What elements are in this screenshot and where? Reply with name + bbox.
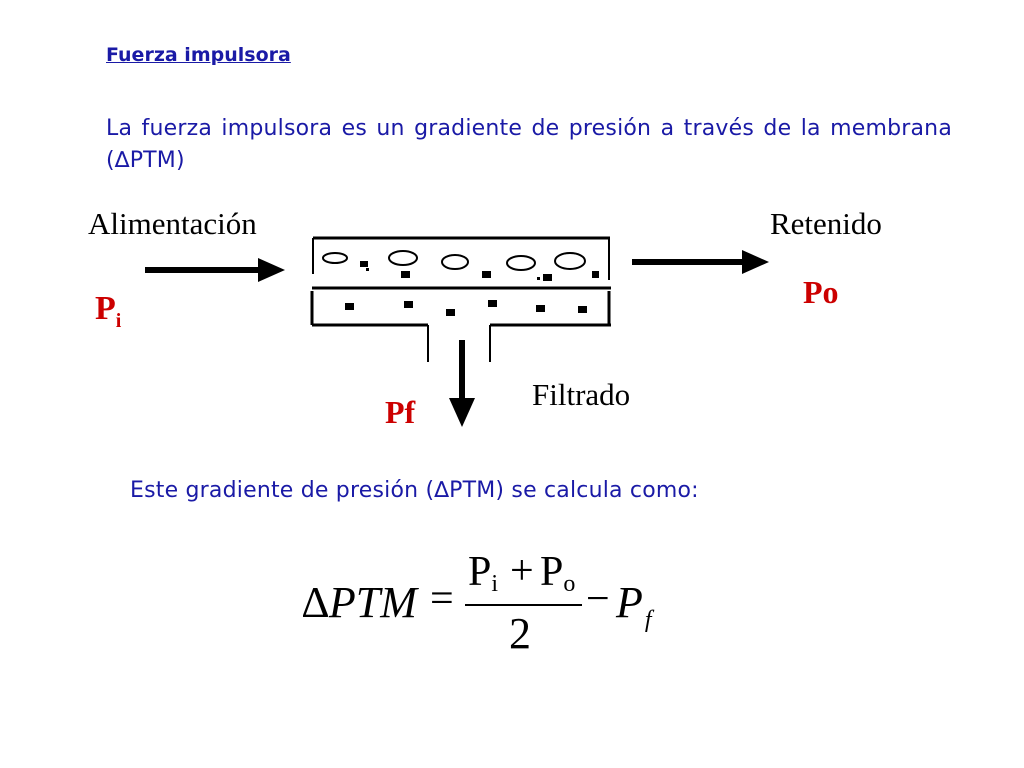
filtrate-label: Filtrado bbox=[532, 377, 631, 412]
numerator-term1-symbol: P bbox=[468, 549, 492, 595]
formula-equals: = bbox=[430, 576, 454, 622]
numerator-plus: + bbox=[510, 548, 534, 594]
inlet-pressure-symbol: P bbox=[95, 290, 116, 327]
formula-intro-text: Este gradiente de presión (∆PTM) se calc… bbox=[130, 478, 699, 503]
filtrate-pressure-label: Pf bbox=[385, 394, 416, 430]
numerator-term1: Pi bbox=[468, 548, 499, 597]
feed-arrow-icon bbox=[145, 258, 285, 282]
outlet-pressure-label: Po bbox=[803, 274, 839, 310]
last-term-symbol: P bbox=[616, 578, 643, 627]
filtrate-arrow-icon bbox=[449, 340, 475, 427]
last-term: Pf bbox=[616, 577, 652, 633]
denominator: 2 bbox=[509, 609, 531, 658]
description-paragraph: La fuerza impulsora es un gradiente de p… bbox=[106, 116, 952, 173]
permeate-chamber bbox=[310, 291, 611, 362]
last-term-subscript: f bbox=[644, 607, 652, 633]
retained-particles bbox=[322, 250, 586, 271]
inlet-pressure-subscript: i bbox=[115, 310, 122, 332]
fraction-bar bbox=[465, 604, 582, 606]
small-particles-filtrate bbox=[345, 300, 587, 316]
formula-lhs: ∆PTM bbox=[302, 578, 417, 627]
numerator-term2: Po bbox=[540, 548, 576, 597]
feed-label: Alimentación bbox=[88, 206, 257, 241]
small-particles-feed bbox=[360, 261, 599, 281]
numerator-term2-subscript: o bbox=[563, 571, 576, 597]
section-heading: Fuerza impulsora bbox=[106, 44, 291, 66]
retentate-arrow-icon bbox=[632, 250, 769, 274]
numerator-term2-symbol: P bbox=[540, 549, 564, 595]
retentate-label: Retenido bbox=[770, 206, 882, 241]
numerator-term1-subscript: i bbox=[491, 571, 499, 597]
feed-chamber bbox=[312, 236, 610, 280]
formula-minus: − bbox=[586, 576, 610, 622]
inlet-pressure-label: Pi bbox=[95, 290, 121, 332]
